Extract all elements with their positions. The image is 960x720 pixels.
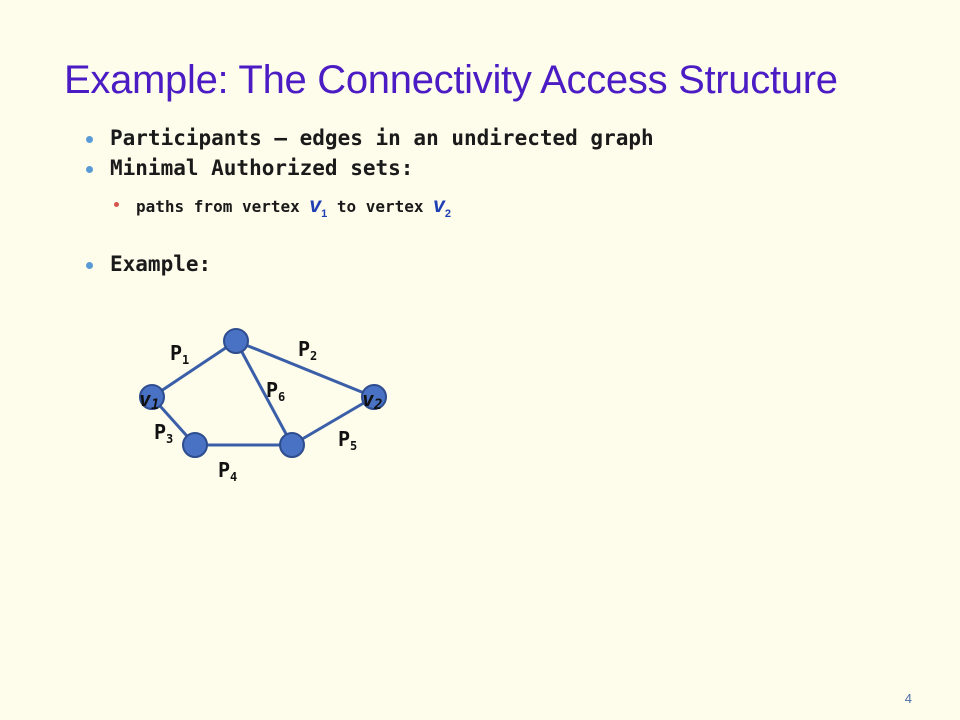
bullet-dot-icon [86,166,93,173]
node-v2 [361,384,387,410]
bullet-text: Example: [110,252,212,276]
edge-label-p2: P2 [298,337,317,363]
bullet-text: Minimal Authorized sets: [110,156,414,180]
vertex-v1-ref: v1 [309,194,328,221]
edge-p5 [291,395,375,447]
node-v1 [139,384,165,410]
bullet-dot-icon [86,262,93,269]
node-top [223,328,249,354]
vertex-v2-index: 2 [444,208,451,221]
sub-bullet-mid: to vertex [327,197,434,216]
sub-bullet-prefix: paths from vertex [136,197,310,216]
vertex-v2-letter: v [433,194,445,217]
edge-label-p4: P4 [218,458,237,484]
sub-bullet-text: paths from vertex v1 to vertex v2 [136,194,451,220]
vertex-v1-index: 1 [321,208,328,221]
vertex-v1-letter: v [309,194,322,217]
node-bottom-left [182,432,208,458]
vertex-v2-ref: v2 [433,194,451,221]
edge-label-p1: P1 [170,341,189,367]
edge-label-p3: P3 [154,420,173,446]
edge-label-p5: P5 [338,427,357,453]
bullet-dot-icon [86,136,93,143]
edge-p2 [235,339,375,399]
vertex-label-v2: v2 [362,387,382,413]
bullet-text: Participants – edges in an undirected gr… [110,126,654,150]
page-number: 4 [904,691,912,706]
sub-bullet-dot-icon [114,202,119,207]
edge-p6 [234,340,294,446]
node-bottom-right [279,432,305,458]
slide-title: Example: The Connectivity Access Structu… [64,58,838,102]
vertex-label-v1: v1 [139,387,159,413]
edge-label-p6: P6 [266,378,285,404]
edge-p1 [151,339,237,399]
